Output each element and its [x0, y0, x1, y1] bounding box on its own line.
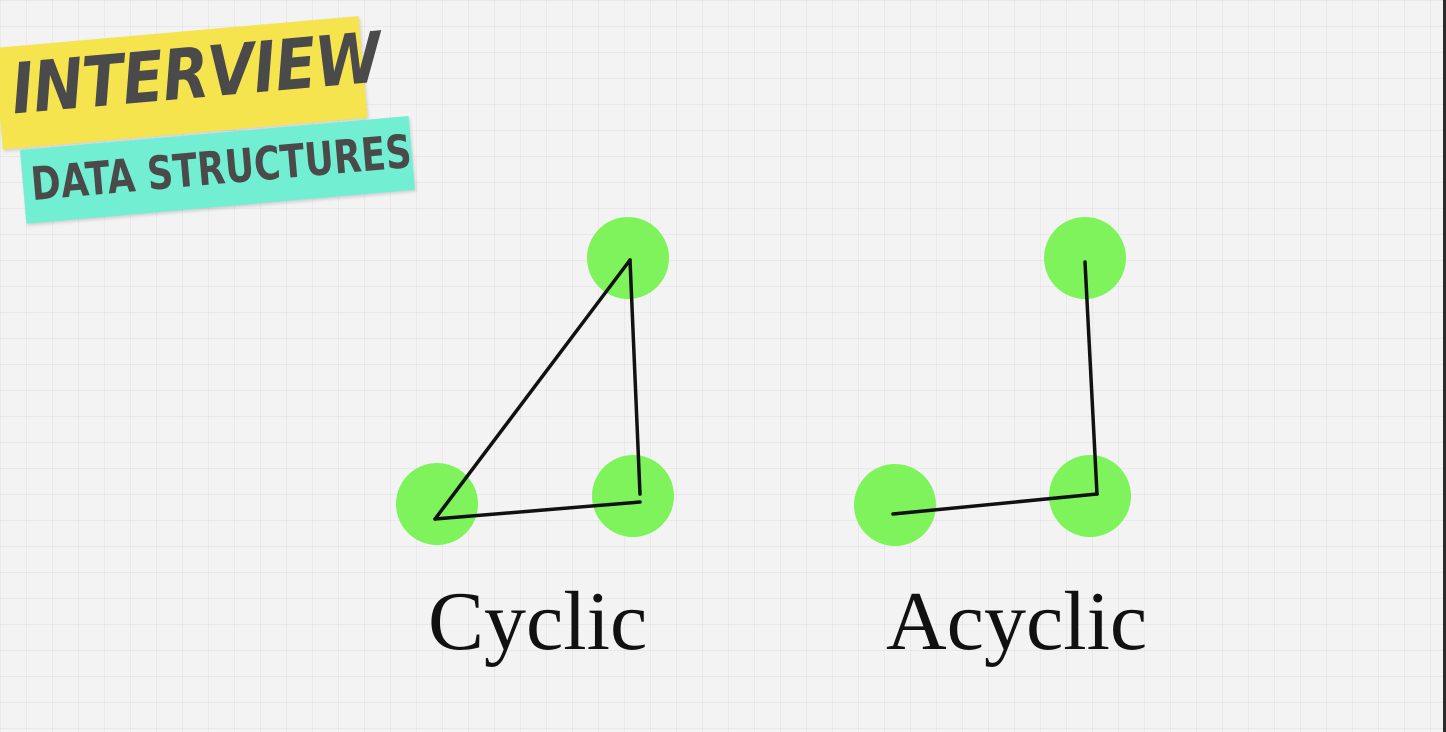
- acyclic-edge-top-to-bottom-right: [1083, 260, 1099, 496]
- acyclic-edge-bottom-right-to-bottom-left: [891, 492, 1099, 516]
- acyclic-node-bottom-left: [854, 464, 936, 546]
- window-edge: [1443, 0, 1446, 732]
- acyclic-label: Acyclic: [886, 575, 1148, 668]
- cyclic-node-bottom-right: [592, 455, 674, 537]
- cyclic-graph: [396, 217, 674, 545]
- acyclic-node-top: [1044, 217, 1126, 299]
- acyclic-graph: [854, 217, 1131, 546]
- cyclic-node-bottom-left: [396, 463, 478, 545]
- cyclic-edge-top-to-bottom-left: [433, 258, 632, 521]
- cyclic-edge-bottom-left-to-bottom-right: [433, 500, 642, 521]
- cyclic-edge-bottom-right-to-top: [628, 258, 642, 496]
- cyclic-node-top: [587, 217, 669, 299]
- cyclic-label: Cyclic: [428, 575, 648, 668]
